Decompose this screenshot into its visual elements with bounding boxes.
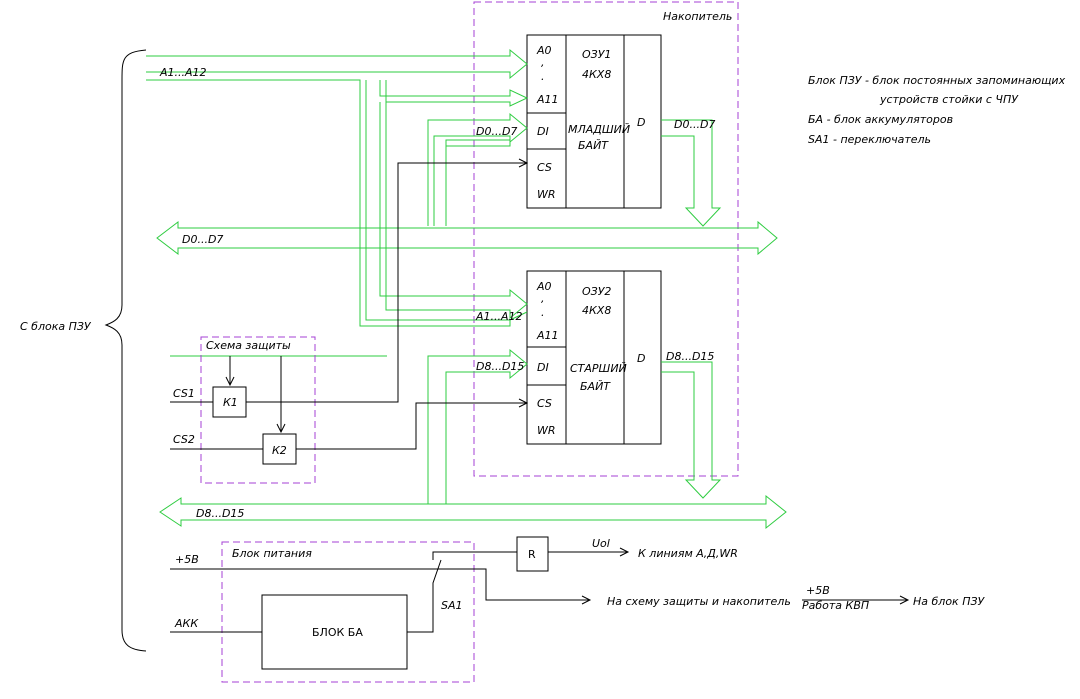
d-high-out-bus: [661, 361, 722, 499]
to-pzu-label: На блок ПЗУ: [913, 595, 986, 608]
source-brace: [104, 49, 147, 652]
ram1-type: 4КХ8: [582, 68, 611, 81]
ram2-data-out: D: [637, 352, 645, 365]
d-high-out-label: D8...D15: [666, 350, 714, 363]
ram2-addr-top: A0: [536, 280, 552, 293]
ram2-type: 4КХ8: [582, 304, 611, 317]
k1-supply-tap: [225, 356, 235, 387]
ram2-role-line2: БАЙТ: [580, 380, 611, 393]
ram2-wr: WR: [537, 424, 556, 437]
addr-branch-ram1: [379, 80, 529, 107]
power-title: Блок питания: [232, 547, 312, 560]
sa1-label: SA1: [441, 599, 463, 612]
ram1-role-line2: БАЙТ: [578, 139, 609, 152]
storage-frame: [473, 1, 739, 477]
ram1-cs: CS: [537, 161, 552, 174]
protection-frame: [200, 336, 316, 484]
ram1-data-out: D: [637, 116, 645, 129]
d-low-bus-label: D0...D7: [182, 233, 223, 246]
addr-bus-down: [146, 79, 528, 327]
block-ba-label: БЛОК БА: [312, 626, 363, 639]
ram2-role-line1: СТАРШИЙ: [570, 362, 627, 375]
ram2-addr-mid: ,: [541, 292, 545, 305]
ram1-name: ОЗУ1: [582, 48, 611, 61]
protection-title: Схема защиты: [206, 339, 291, 352]
ram1-role-line1: МЛАДШИЙ: [568, 123, 630, 136]
cs1-label: CS1: [173, 387, 195, 400]
d-low-in-branch: [445, 139, 511, 226]
ram1-data-in: DI: [537, 125, 549, 138]
legend-line2: устройств стойки с ЧПУ: [879, 93, 1019, 106]
addr-ram2-label: A1...A12: [475, 310, 523, 323]
k2-supply-tap: [276, 356, 286, 434]
k2-label: К2: [272, 444, 287, 457]
legend-line3: БА - блок аккумуляторов: [808, 113, 953, 126]
r-out-wire: [548, 547, 630, 557]
plus5-wire: [170, 568, 592, 605]
ram1-wr: WR: [537, 188, 556, 201]
k1-label: К1: [223, 396, 238, 409]
k2-to-ram2-cs: [296, 398, 529, 450]
source-label: С блока ПЗУ: [20, 320, 92, 333]
ram2-addr-dot: .: [541, 306, 545, 319]
ram2-name: ОЗУ2: [582, 285, 611, 298]
ram2-cs: CS: [537, 397, 552, 410]
work-kvp-label: Работа КВП: [802, 599, 869, 612]
d-high-bus: [159, 494, 787, 530]
uol-label: Uоl: [592, 537, 610, 550]
sa1-switch: [407, 551, 517, 633]
d-low-out-label: D0...D7: [674, 118, 715, 131]
to-protection-label: На схему защиты и накопитель: [607, 595, 791, 608]
d-high-in-label: D8...D15: [476, 360, 524, 373]
ram1-chip: [526, 34, 662, 209]
d-high-in-bus: [427, 348, 528, 504]
d-low-bus: [156, 220, 778, 256]
to-lines-label: К линиям А,Д,WR: [638, 547, 738, 560]
addr-bus-arrow-ram1: [146, 48, 528, 80]
power-frame: [221, 541, 475, 683]
resistor-r: [516, 536, 549, 572]
ram2-data-in: DI: [537, 361, 549, 374]
d-low-out-bus: [661, 119, 722, 227]
ram1-addr-top: A0: [536, 44, 552, 57]
addr-bus-label: A1...A12: [159, 66, 207, 79]
ram2-chip: [526, 270, 662, 445]
addr-bus-ram2-arrow: [379, 102, 528, 320]
k1-to-ram1-cs: [246, 158, 529, 403]
ram1-addr-dot: .: [541, 70, 545, 83]
storage-title: Накопитель: [663, 10, 732, 23]
d-high-bus-label: D8...D15: [196, 507, 244, 520]
resistor-label: R: [528, 548, 536, 561]
d-low-in-bus: [427, 112, 528, 226]
plus5-label: +5В: [175, 553, 199, 566]
plus5-kvp-label: +5В: [806, 584, 830, 597]
ram1-addr-mid: ,: [541, 56, 545, 69]
kvp-wire: [802, 595, 910, 605]
ram1-addr-bot: A11: [536, 93, 559, 106]
ram2-addr-bot: A11: [536, 329, 559, 342]
d-low-in-label: D0...D7: [476, 125, 517, 138]
akk-label: АКК: [174, 617, 199, 630]
legend-line1: Блок ПЗУ - блок постоянных запоминающих: [808, 74, 1066, 87]
legend-line4: SA1 - переключатель: [808, 133, 931, 146]
cs2-label: CS2: [173, 433, 195, 446]
